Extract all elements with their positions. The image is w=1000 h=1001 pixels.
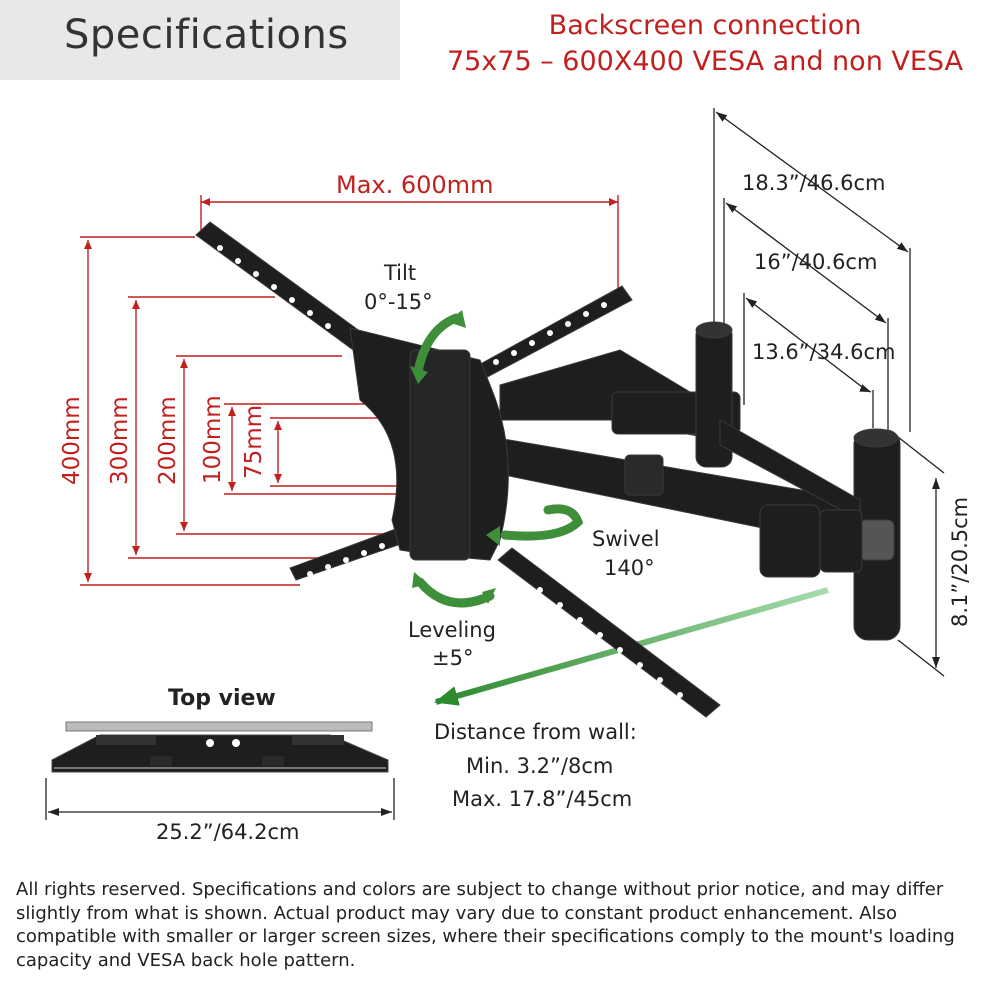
arm-extension-max-label: 18.3”/46.6cm [742,171,886,195]
vesa-height-300-label: 300mm [107,396,133,485]
leveling-arrow [415,577,495,608]
plate-height-label: 8.1”/20.5cm [948,496,972,627]
vesa-height-75-label: 75mm [241,404,267,479]
disclaimer-text: All rights reserved. Specifications and … [16,879,955,971]
vesa-max-width-label: Max. 600mm [336,171,494,199]
distance-title: Distance from wall: [434,720,637,744]
arm-extension-mid-label: 16”/40.6cm [754,250,878,274]
page-title: Specifications [64,12,349,58]
distance-max: Max. 17.8”/45cm [452,787,633,811]
tilt-label: Tilt [384,261,417,285]
top-view-dimension [45,778,395,820]
top-view-title: Top view [168,686,276,711]
swivel-label: Swivel [592,527,660,551]
vesa-height-400-label: 400mm [59,396,85,485]
distance-min: Min. 3.2”/8cm [466,754,614,778]
motion-arrowheads [410,310,500,604]
vesa-height-100-label: 100mm [200,395,226,484]
top-view-width-label: 25.2”/64.2cm [156,820,300,844]
arm-extension-min-label: 13.6”/34.6cm [752,340,896,364]
backscreen-title-line2: 75x75 – 600X400 VESA and non VESA [446,46,964,77]
specifications-header: Specifications [0,0,400,80]
top-view-drawing [51,721,389,773]
tilt-value: 0°-15° [364,290,433,314]
leveling-value: ±5° [432,646,474,670]
swivel-arrow [500,504,584,541]
backscreen-title-line1: Backscreen connection [548,10,862,41]
leveling-label: Leveling [408,618,496,642]
bracket-slots [217,245,683,698]
vesa-height-200-label: 200mm [155,396,181,485]
swivel-value: 140° [604,556,655,580]
arm-dimension-lines [713,108,945,677]
